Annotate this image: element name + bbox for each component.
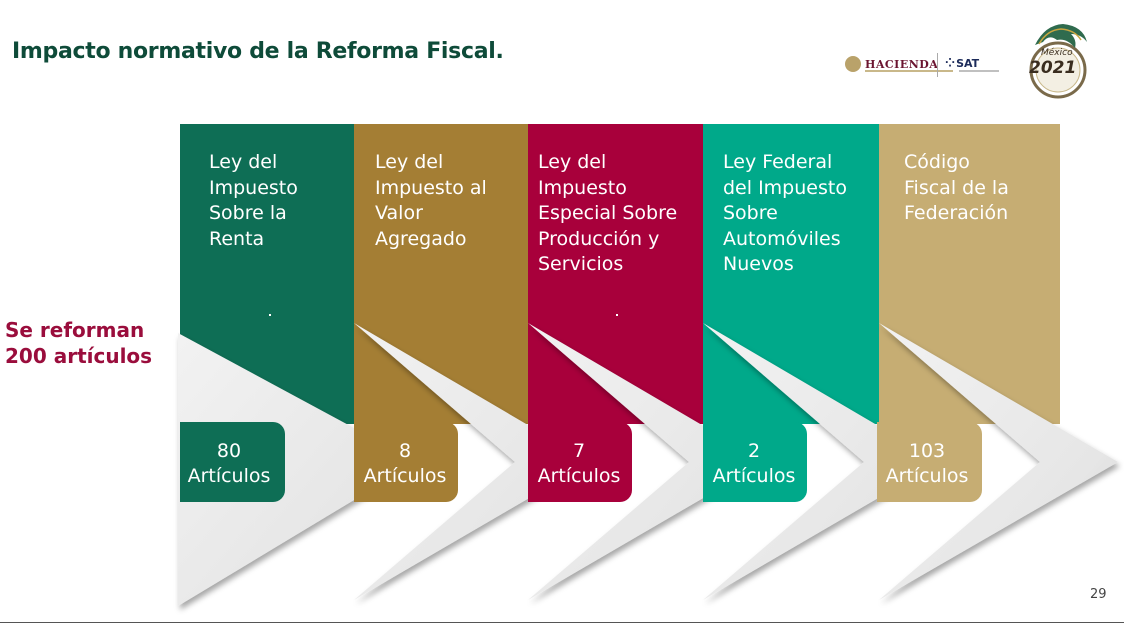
count-value: 7: [572, 440, 586, 462]
hacienda-logo: HACIENDA: [845, 56, 953, 72]
article-count-ieps: 7 Artículos: [529, 439, 629, 489]
seal-country-label: México: [1041, 48, 1073, 58]
hacienda-wordmark: HACIENDA: [865, 57, 939, 71]
count-unit: Artículos: [363, 465, 447, 487]
law-name-ish: Ley Federal del Impuesto Sobre Automóvil…: [723, 151, 847, 275]
count-value: 2: [747, 440, 761, 462]
page-title: Impacto normativo de la Reforma Fiscal.: [12, 39, 504, 64]
count-unit: Artículos: [712, 465, 796, 487]
count-unit: Artículos: [885, 465, 969, 487]
count-value: 8: [398, 440, 412, 462]
side-label-line-1: Se reforman: [5, 318, 145, 342]
article-count-isr: 80 Artículos: [180, 439, 278, 489]
article-count-cff: 103 Artículos: [877, 439, 977, 489]
seal-year-label: 2021: [1029, 58, 1077, 78]
mexico-2021-seal-icon: [1029, 24, 1087, 99]
dot-mark: [269, 314, 271, 316]
eagle-emblem-icon: [845, 56, 861, 72]
footer-divider: [0, 622, 1124, 623]
side-label-line-2: 200 artículos: [5, 344, 153, 368]
count-unit: Artículos: [537, 465, 621, 487]
law-name-isr: Ley del Impuesto Sobre la Renta: [209, 151, 298, 250]
count-value: 80: [216, 440, 242, 462]
logo-divider: [937, 53, 938, 77]
article-count-ish: 2 Artículos: [704, 439, 804, 489]
article-count-iva: 8 Artículos: [355, 439, 455, 489]
sat-wordmark: SAT: [956, 56, 980, 70]
law-name-iva: Ley del Impuesto al Valor Agregado: [375, 151, 487, 250]
law-name-ieps: Ley del Impuesto Especial Sobre Producci…: [538, 151, 678, 275]
count-value: 103: [908, 440, 946, 462]
sat-dots-icon: ⁘: [945, 56, 955, 70]
sat-logo: ⁘ SAT: [945, 56, 999, 72]
law-name-cff: Código Fiscal de la Federación: [904, 151, 1009, 224]
institution-logos: HACIENDA ⁘ SAT México 2021: [845, 20, 1100, 105]
total-articles-label: Se reforman 200 artículos: [5, 317, 152, 369]
count-unit: Artículos: [187, 465, 271, 487]
page-number: 29: [1090, 587, 1107, 602]
dot-mark: [616, 314, 618, 316]
